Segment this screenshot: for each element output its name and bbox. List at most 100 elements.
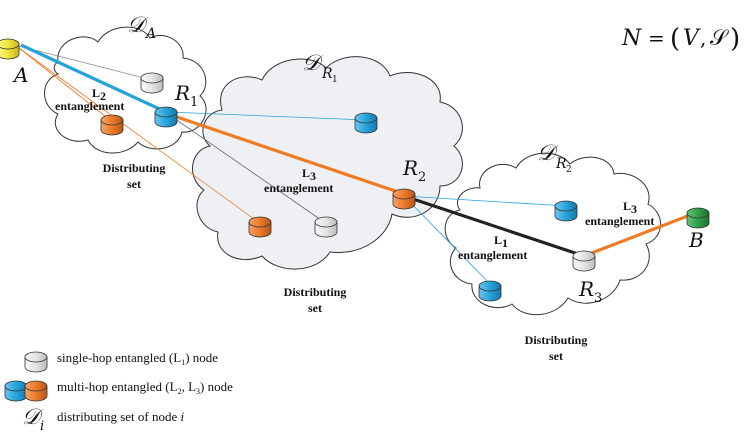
node-r3 bbox=[572, 250, 596, 272]
cloud-label-da-sub: A bbox=[144, 26, 156, 42]
formula-eq: = bbox=[648, 26, 665, 50]
legend-blue-node-icon bbox=[4, 380, 28, 402]
cloud-dr1 bbox=[192, 56, 463, 270]
node-r1-blue bbox=[354, 112, 378, 134]
node-r2-blue bbox=[554, 200, 578, 222]
node-b bbox=[686, 207, 710, 229]
link-label-l2: L 2 entanglement bbox=[55, 86, 124, 113]
link-r1-grey-thin bbox=[167, 113, 325, 223]
node-label-r3-main: R bbox=[578, 277, 594, 301]
network-formula: N = ( V , 𝒮 ) bbox=[621, 24, 740, 54]
distributing-set-mid-line1: Distributing bbox=[284, 285, 347, 299]
legend-single-hop-sub: 1 bbox=[181, 358, 185, 367]
link-label-l3-mid-sub: 3 bbox=[310, 169, 316, 183]
link-label-l1-word: entanglement bbox=[458, 248, 527, 262]
node-label-a: A bbox=[12, 63, 28, 87]
legend-dset-symbol: 𝒟 bbox=[22, 405, 44, 430]
link-r3-b-l3 bbox=[583, 210, 699, 258]
legend-multi-hop-mid: , L bbox=[182, 379, 197, 394]
node-label-r2: R 2 bbox=[402, 156, 426, 185]
node-a-orange bbox=[100, 114, 124, 136]
link-label-l3-mid-level: L bbox=[302, 166, 310, 180]
node-label-r2-sub: 2 bbox=[418, 170, 426, 185]
node-label-r1-main: R bbox=[174, 81, 190, 105]
cloud-dr2 bbox=[444, 152, 661, 316]
legend-dset-label: distributing set of node bbox=[57, 409, 181, 424]
legend-orange-node-icon bbox=[24, 380, 48, 402]
distributing-set-left-line1: Distributing bbox=[103, 161, 166, 175]
link-label-l3-right-word: entanglement bbox=[585, 214, 654, 228]
cloud-label-dr2-subsub: 2 bbox=[566, 165, 572, 175]
link-label-l1-level: L bbox=[494, 233, 502, 247]
formula-v: V bbox=[683, 26, 701, 51]
legend-single-hop-label: single-hop entangled (L bbox=[57, 350, 181, 365]
node-label-r3: R 3 bbox=[578, 277, 602, 306]
link-label-l2-level: L bbox=[92, 86, 100, 100]
node-label-r3-sub: 3 bbox=[594, 291, 602, 306]
link-label-l1-sub: 1 bbox=[502, 236, 508, 250]
link-label-l2-word: entanglement bbox=[55, 99, 124, 113]
node-r1 bbox=[154, 106, 178, 128]
distributing-set-label-mid: Distributing set bbox=[284, 285, 347, 315]
distributing-set-label-left: Distributing set bbox=[103, 161, 166, 191]
link-label-l1: L 1 entanglement bbox=[458, 233, 527, 262]
link-r2-blue-thin bbox=[403, 195, 567, 207]
link-label-l2-sub: 2 bbox=[100, 89, 106, 103]
legend-multi-hop-sub2: 3 bbox=[196, 387, 200, 396]
legend-multi-hop-end: ) node bbox=[200, 379, 233, 394]
link-label-l3-mid: L 3 entanglement bbox=[264, 166, 333, 195]
link-label-l3-right-level: L bbox=[623, 199, 631, 213]
link-label-l3-mid-word: entanglement bbox=[264, 181, 333, 195]
formula-open: ( bbox=[670, 24, 680, 54]
link-label-l3-right-sub: 3 bbox=[631, 202, 637, 216]
formula-close: ) bbox=[730, 24, 740, 54]
legend-multi-hop-text: multi-hop entangled (L2, L3) node bbox=[57, 379, 233, 396]
link-label-l3-right: L 3 entanglement bbox=[585, 199, 654, 228]
link-r2-blue-thin-2 bbox=[403, 195, 491, 285]
distributing-set-right-line2: set bbox=[549, 349, 563, 363]
cloud-label-dr2: 𝒟 R 2 bbox=[537, 141, 572, 175]
node-label-r2-main: R bbox=[402, 156, 418, 180]
link-a-orange-thin bbox=[18, 47, 111, 121]
distributing-set-right-line1: Distributing bbox=[525, 333, 588, 347]
link-r2-r3-l1 bbox=[403, 194, 585, 258]
node-label-r1-sub: 1 bbox=[190, 95, 198, 110]
cloud-label-dr1-sub: R bbox=[321, 66, 333, 82]
legend-single-hop-text: single-hop entangled (L1) node bbox=[57, 350, 218, 367]
distributing-set-mid-line2: set bbox=[308, 301, 322, 315]
legend-multi-hop-sub1: 2 bbox=[178, 387, 182, 396]
legend-multi-hop-label: multi-hop entangled (L bbox=[57, 379, 178, 394]
formula-n: N bbox=[621, 26, 642, 51]
formula-s: 𝒮 bbox=[710, 26, 729, 51]
distributing-set-left-line2: set bbox=[127, 177, 141, 191]
distributing-set-label-right: Distributing set bbox=[525, 333, 588, 363]
cloud-label-dr2-sub: R bbox=[555, 156, 567, 172]
cloud-label-dr1: 𝒟 R 1 bbox=[302, 51, 338, 85]
formula-comma: , bbox=[700, 26, 706, 50]
cloud-label-dr1-symbol: 𝒟 bbox=[302, 51, 324, 76]
cloud-label-dr1-subsub: 1 bbox=[332, 75, 338, 85]
link-r1-r2-l3 bbox=[167, 112, 405, 196]
cloud-label-dr2-symbol: 𝒟 bbox=[537, 141, 559, 166]
cloud-label-da-symbol: 𝒟 bbox=[127, 13, 149, 38]
legend-dset-sub: i bbox=[40, 419, 44, 434]
legend: single-hop entangled (L1) node multi-hop… bbox=[4, 350, 233, 434]
legend-white-node-icon bbox=[24, 351, 48, 373]
node-r1-white bbox=[314, 216, 338, 238]
link-r1-blue-thin bbox=[167, 111, 367, 121]
node-label-r1: R 1 bbox=[174, 81, 198, 110]
link-a-r1-l2 bbox=[20, 43, 167, 114]
legend-dset-text: distributing set of node i bbox=[57, 409, 185, 424]
legend-distributing-set: 𝒟 i distributing set of node i bbox=[22, 405, 185, 434]
link-a-white-thin bbox=[18, 45, 153, 81]
legend-dset-var: i bbox=[181, 409, 185, 424]
node-r2 bbox=[392, 188, 416, 210]
legend-single-hop-end: ) node bbox=[185, 350, 218, 365]
cloud-label-da: 𝒟 A bbox=[127, 13, 156, 42]
node-label-b: B bbox=[688, 228, 704, 252]
node-a bbox=[0, 38, 20, 60]
link-a-orange-thin-2 bbox=[18, 47, 259, 223]
node-a-white bbox=[140, 72, 164, 94]
node-r2-blue-2 bbox=[478, 280, 502, 302]
